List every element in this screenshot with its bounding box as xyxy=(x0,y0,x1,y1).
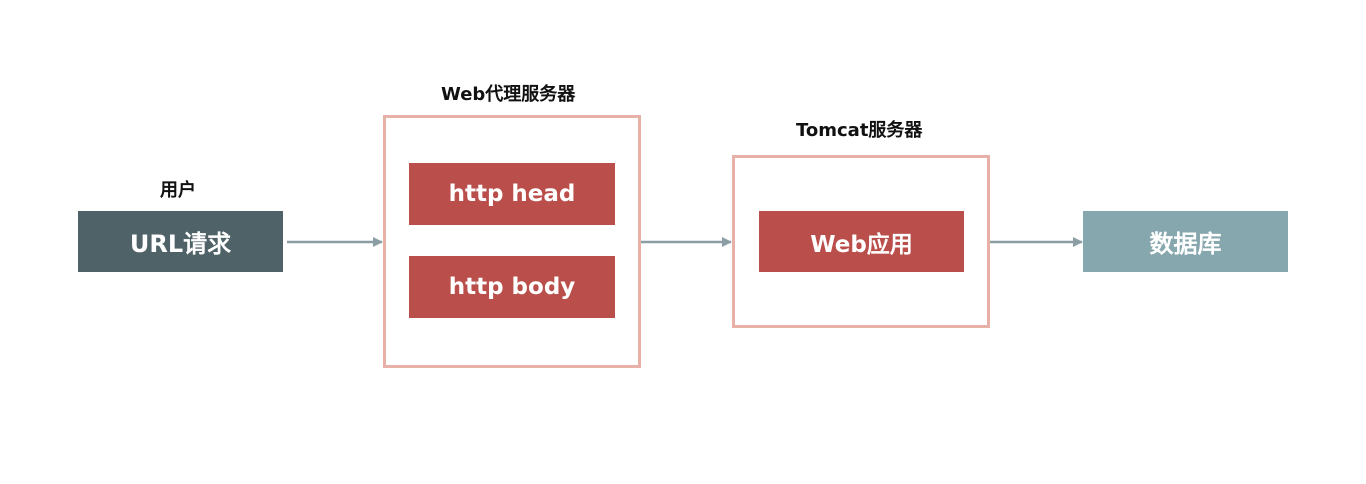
url-request-box: URL请求 xyxy=(78,211,283,272)
proxy-server-label: Web代理服务器 xyxy=(441,84,576,105)
tomcat-server-frame xyxy=(732,155,990,328)
database-box: 数据库 xyxy=(1083,211,1288,272)
http-body-box: http body xyxy=(409,256,615,318)
web-app-box: Web应用 xyxy=(759,211,964,272)
tomcat-server-label: Tomcat服务器 xyxy=(796,120,923,141)
proxy-server-frame xyxy=(383,115,641,368)
http-head-box: http head xyxy=(409,163,615,225)
user-label: 用户 xyxy=(160,180,196,201)
